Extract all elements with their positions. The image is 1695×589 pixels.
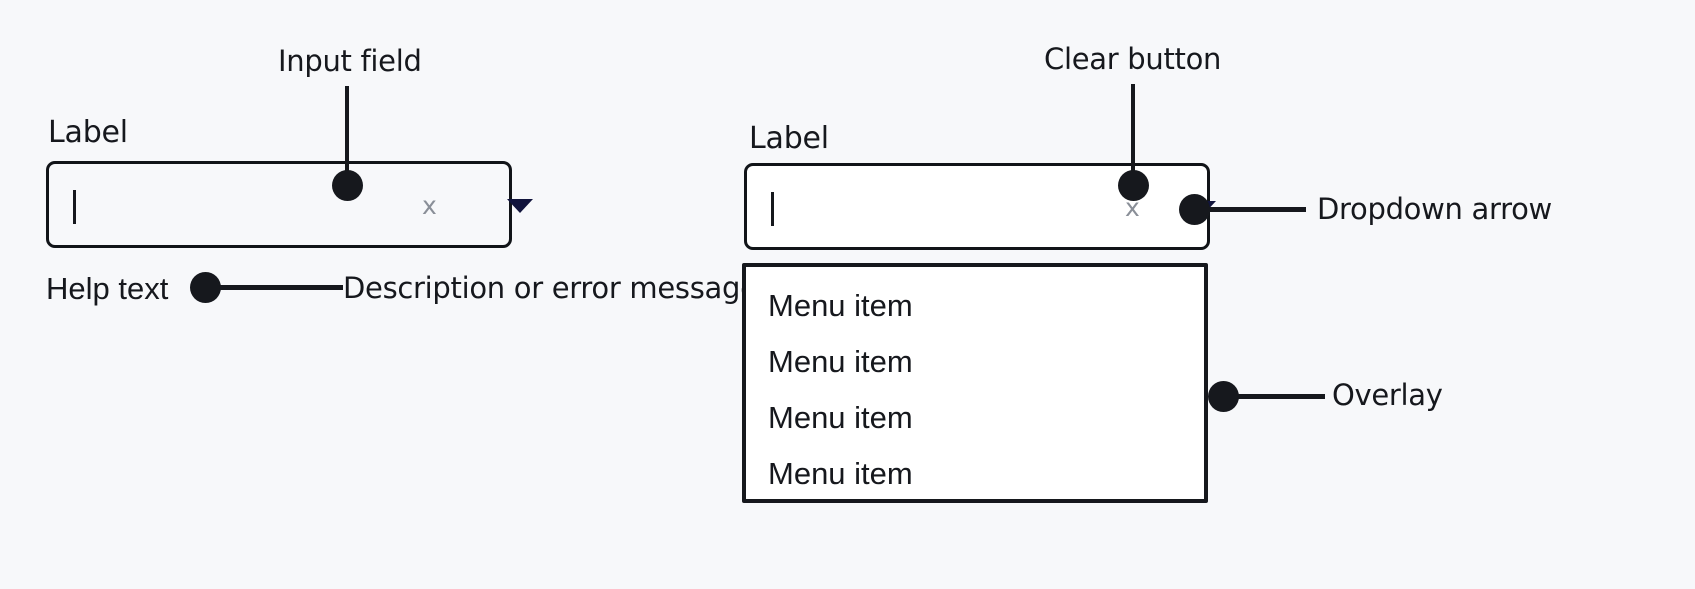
annotation-leader-help-text [218,285,343,290]
annotation-label-input-field: Input field [278,44,422,78]
dropdown-overlay[interactable]: Menu item Menu item Menu item Menu item [742,263,1208,503]
annotation-dot-overlay [1208,381,1239,412]
annotation-label-dropdown-arrow: Dropdown arrow [1317,192,1552,226]
annotation-leader-overlay [1235,394,1325,399]
annotation-dot-clear-button [1118,170,1149,201]
left-input-field[interactable]: x [46,161,533,248]
annotation-leader-dropdown-arrow [1206,207,1306,212]
text-caret [771,192,774,226]
menu-item[interactable]: Menu item [768,344,913,379]
annotation-label-overlay: Overlay [1332,378,1443,412]
left-help-text: Help text [46,271,169,306]
left-field-label: Label [48,115,128,150]
menu-item[interactable]: Menu item [768,456,913,491]
annotation-dot-help-text [190,272,221,303]
annotation-dot-input-field [332,170,363,201]
annotation-label-help-text: Description or error message [343,271,758,305]
chevron-down-icon[interactable] [507,199,533,213]
text-caret [73,190,76,224]
right-field-label: Label [749,121,829,156]
clear-icon[interactable]: x [422,191,437,220]
menu-item[interactable]: Menu item [768,288,913,323]
clear-icon[interactable]: x [1125,193,1140,222]
annotation-leader-input-field [345,86,349,184]
annotation-dot-dropdown-arrow [1179,194,1210,225]
annotation-leader-clear-button [1131,84,1135,183]
annotation-label-clear-button: Clear button [1044,42,1222,76]
menu-item[interactable]: Menu item [768,400,913,435]
